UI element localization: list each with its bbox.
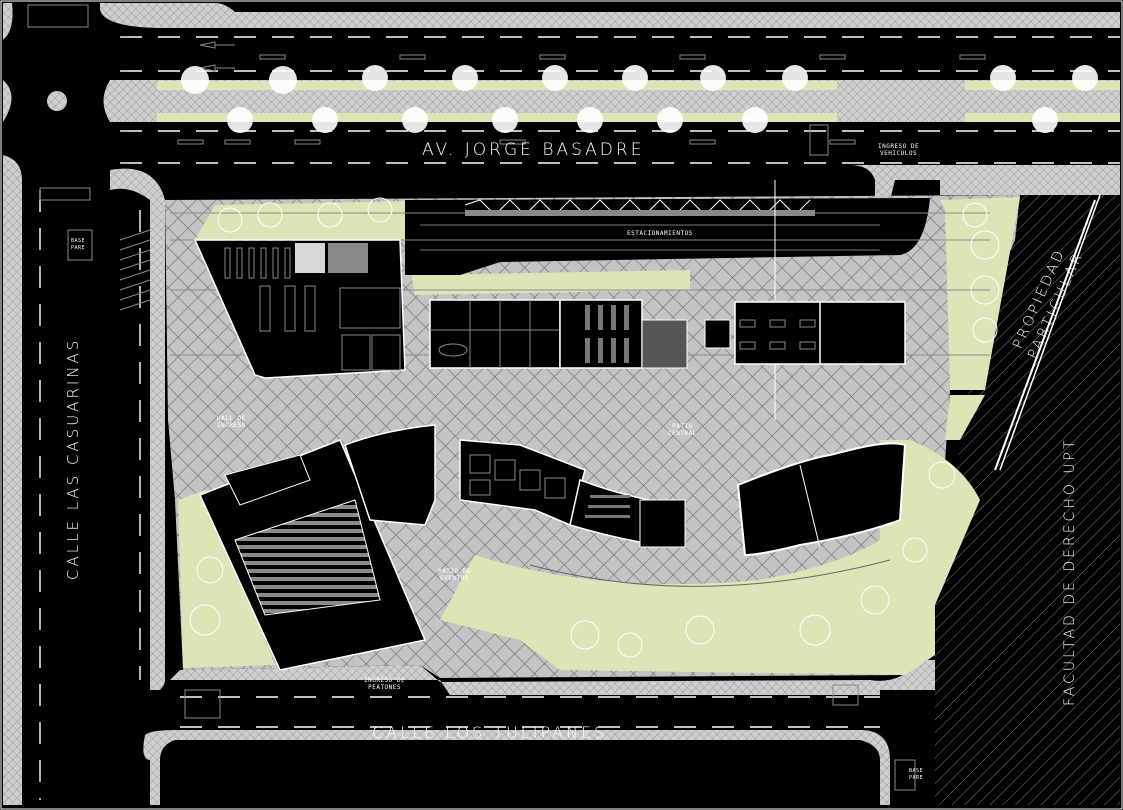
south-entrance-label: INGRESO DE PEATONES xyxy=(364,677,405,691)
north-building-east xyxy=(734,301,906,365)
south-entrance-subtitle: PEATONES xyxy=(368,684,402,691)
street-label-north: AV. JORGE BASADRE xyxy=(422,140,645,160)
road-marking-west: BASE PARE xyxy=(70,238,86,251)
auditorium xyxy=(198,439,427,671)
plaza-label: PATIO DE EVENTOS xyxy=(438,568,471,582)
hall-label: HALL DE INGRESO xyxy=(217,415,246,429)
plaza-subtitle: EVENTOS xyxy=(440,575,469,582)
vehicle-entrance-subtitle: VEHICULOS xyxy=(880,150,918,157)
south-crescent-buildings xyxy=(344,424,907,557)
garden-trees xyxy=(189,197,1000,658)
street-label-west: CALLE LAS CASUARINAS xyxy=(64,337,82,580)
south-entrance-title: INGRESO DE xyxy=(364,677,406,684)
plaza-title: PATIO DE xyxy=(438,568,471,575)
patio-label: PATIO CENTRAL xyxy=(668,423,697,437)
hall-subtitle: INGRESO xyxy=(217,422,246,429)
patio-title: PATIO xyxy=(672,423,693,430)
north-building-west xyxy=(193,239,406,379)
street-label-south: CALLE LOS TULIPANES xyxy=(372,723,608,742)
patio-subtitle: CENTRAL xyxy=(668,430,697,437)
hall-title: HALL DE xyxy=(217,415,246,422)
vehicle-entrance-label: INGRESO DE VEHICULOS xyxy=(878,143,919,157)
green-areas xyxy=(178,197,1020,675)
neighbor-label-east: FACULTAD DE DERECHO UPT xyxy=(1062,437,1078,706)
av-jorge-basadre-road xyxy=(100,3,1120,207)
north-building-center xyxy=(429,299,731,369)
parking-label: ESTACIONAMIENTOS xyxy=(627,230,693,237)
calle-los-tulipanes-road xyxy=(143,660,935,805)
calle-las-casuarinas-road xyxy=(3,3,165,805)
road-marking-southeast: BASE PARE xyxy=(908,768,924,781)
vehicle-entrance-title: INGRESO DE xyxy=(878,143,920,150)
